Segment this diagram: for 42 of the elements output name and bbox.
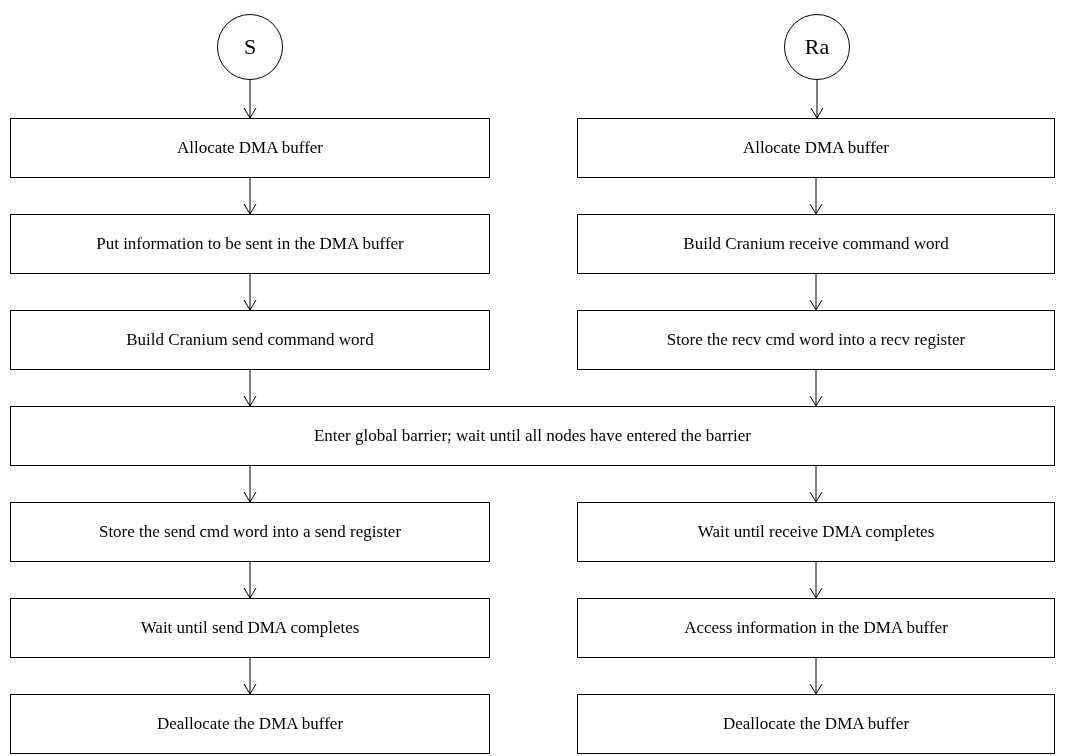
node-label: Deallocate the DMA buffer xyxy=(722,714,910,734)
node-label: Store the send cmd word into a send register xyxy=(98,522,402,542)
arrow xyxy=(809,177,823,215)
process-box xyxy=(10,214,490,274)
process-box xyxy=(577,502,1055,562)
arrow xyxy=(810,79,824,119)
node-label: Build Cranium receive command word xyxy=(683,234,949,254)
arrow xyxy=(243,79,257,119)
arrow xyxy=(809,369,823,407)
process-box xyxy=(577,214,1055,274)
process-box xyxy=(10,598,490,658)
arrow xyxy=(809,465,823,503)
arrow xyxy=(243,657,257,695)
node-label: Wait until receive DMA completes xyxy=(697,522,935,542)
arrow xyxy=(243,177,257,215)
process-box xyxy=(10,406,1055,466)
node-label: Allocate DMA buffer xyxy=(742,138,889,158)
process-box xyxy=(577,598,1055,658)
node-label: Allocate DMA buffer xyxy=(176,138,323,158)
process-box xyxy=(10,502,490,562)
node-label: Store the recv cmd word into a recv register xyxy=(666,330,966,350)
process-box xyxy=(10,310,490,370)
node-label: S xyxy=(243,34,257,60)
arrow xyxy=(243,465,257,503)
node-label: Build Cranium send command word xyxy=(126,330,374,350)
process-box xyxy=(577,118,1055,178)
node-label: Put information to be sent in the DMA buffer xyxy=(96,234,404,254)
arrow xyxy=(809,657,823,695)
node-label: Enter global barrier; wait until all nodes have entered the barrier xyxy=(313,426,752,446)
process-box xyxy=(577,310,1055,370)
process-box xyxy=(577,694,1055,754)
node-label: Deallocate the DMA buffer xyxy=(156,714,344,734)
arrow xyxy=(809,273,823,311)
node-label: Access information in the DMA buffer xyxy=(684,618,948,638)
node-label: Ra xyxy=(804,34,830,60)
arrow xyxy=(243,561,257,599)
node-label: Wait until send DMA completes xyxy=(140,618,360,638)
process-box xyxy=(10,118,490,178)
process-box xyxy=(10,694,490,754)
arrow xyxy=(809,561,823,599)
arrow xyxy=(243,273,257,311)
arrow xyxy=(243,369,257,407)
